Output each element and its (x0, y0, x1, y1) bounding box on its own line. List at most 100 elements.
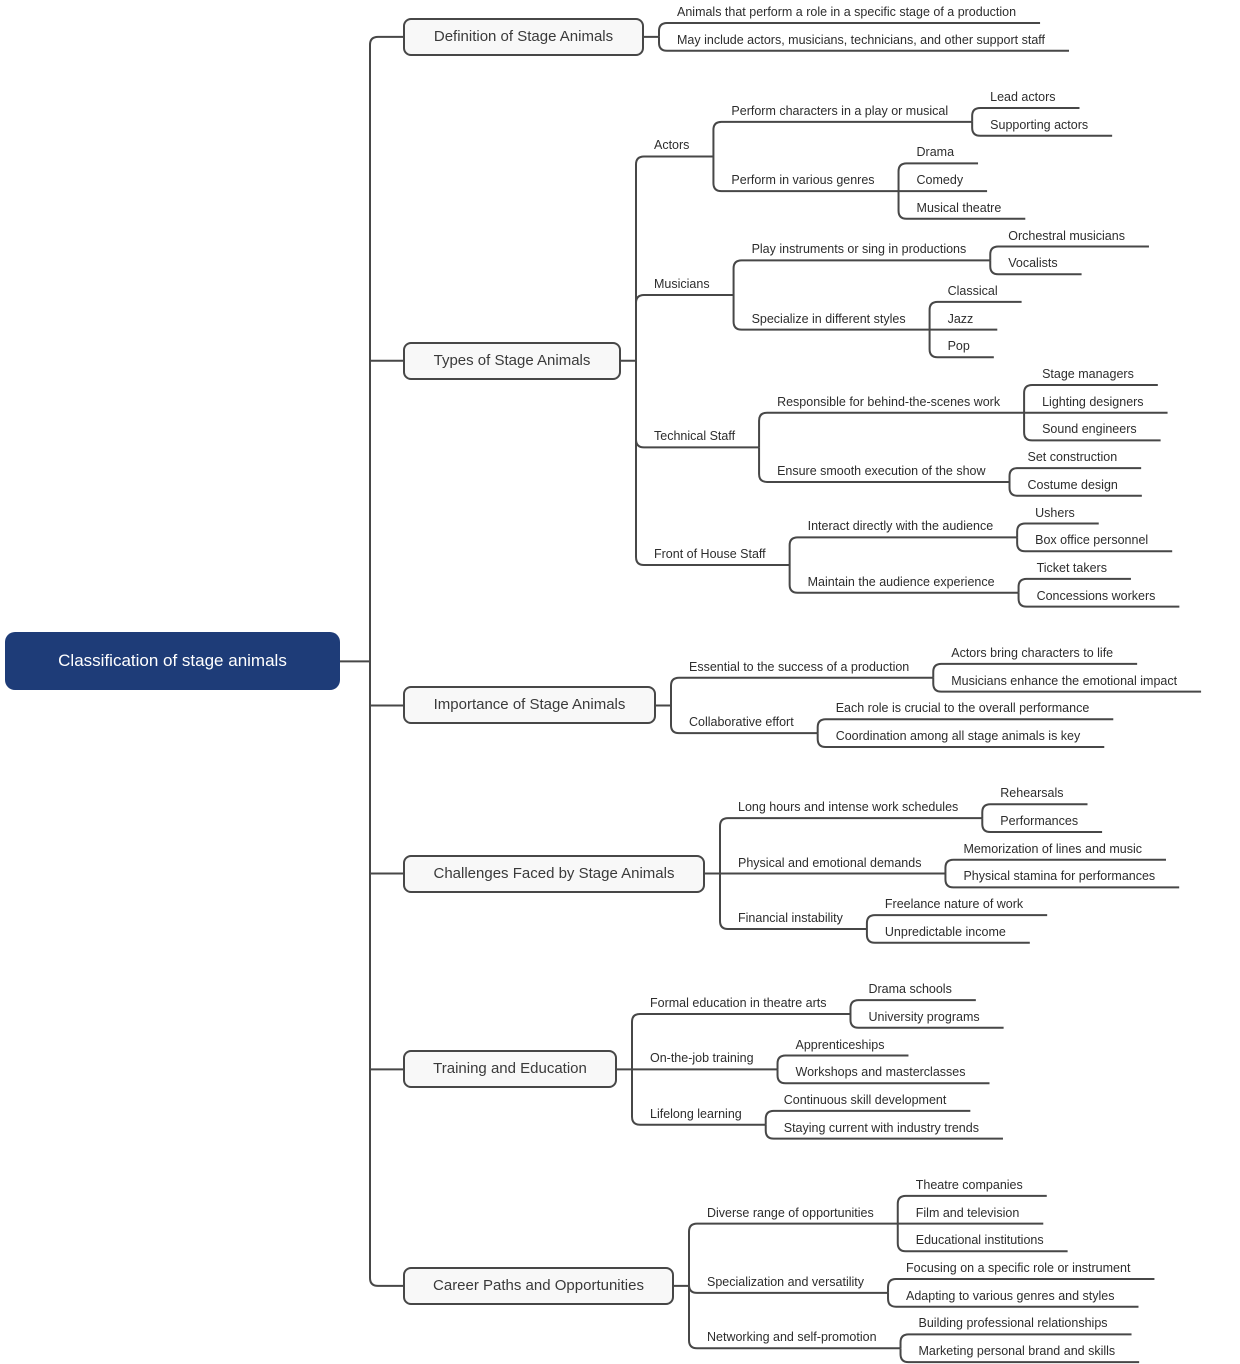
connector-line (971, 107, 1080, 122)
connector-line (989, 260, 1082, 276)
text-node[interactable]: Set construction (1027, 450, 1118, 465)
connector-line (719, 817, 983, 874)
connector-line (788, 565, 1019, 594)
connector-line (776, 1069, 990, 1085)
connector-line (989, 245, 1149, 261)
connector-line (944, 858, 1166, 874)
text-node[interactable]: Building professional relationships (918, 1316, 1108, 1331)
text-node[interactable]: Adapting to various genres and styles (906, 1288, 1115, 1303)
text-node[interactable]: Perform characters in a play or musical (731, 103, 949, 118)
text-node[interactable]: Long hours and intense work schedules (738, 800, 959, 815)
connector-line (688, 1284, 889, 1294)
connector-line (788, 536, 1018, 566)
text-node[interactable]: Networking and self-promotion (707, 1330, 877, 1345)
text-node[interactable]: Actors bring characters to life (951, 645, 1114, 660)
connector-line (816, 718, 1114, 734)
text-node[interactable]: Performances (1000, 814, 1079, 828)
connector-line (635, 360, 790, 567)
text-node[interactable]: Musicians (654, 276, 710, 291)
text-node[interactable]: Lifelong learning (650, 1106, 742, 1121)
topic-node[interactable]: Importance of Stage Animals (403, 686, 656, 725)
text-node[interactable]: Physical and emotional demands (738, 855, 922, 870)
text-node[interactable]: Unpredictable income (884, 924, 1006, 939)
text-node[interactable]: University programs (868, 1009, 980, 1024)
text-node[interactable]: Lead actors (990, 90, 1056, 104)
text-node[interactable]: Interact directly with the audience (807, 519, 994, 534)
connector-line (896, 1194, 1047, 1224)
text-node[interactable]: Memorization of lines and music (963, 841, 1142, 856)
text-node[interactable]: Financial instability (738, 910, 843, 925)
text-node[interactable]: Vocalists (1008, 256, 1058, 271)
connector-line (719, 873, 867, 930)
text-node[interactable]: Drama schools (868, 982, 952, 997)
connector-line (758, 411, 1025, 448)
text-node[interactable]: On-the-job training (650, 1051, 754, 1066)
text-node[interactable]: Ushers (1035, 505, 1075, 520)
text-node[interactable]: Stage managers (1042, 367, 1134, 381)
text-node[interactable]: Freelance nature of work (884, 897, 1024, 912)
text-node[interactable]: Technical Staff (654, 429, 736, 444)
text-node[interactable]: Film and television (915, 1205, 1020, 1220)
topic-node[interactable]: Challenges Faced by Stage Animals (403, 854, 705, 893)
connector-line (849, 1013, 1004, 1029)
text-node[interactable]: Formal education in theatre arts (650, 995, 827, 1010)
text-node[interactable]: Continuous skill development (783, 1092, 947, 1107)
root-node[interactable]: Classification of stage animals (5, 632, 340, 691)
connector-line (670, 676, 934, 706)
text-node[interactable]: Play instruments or sing in productions (751, 242, 967, 257)
text-node[interactable]: Perform in various genres (731, 173, 875, 188)
text-node[interactable]: Collaborative effort (689, 715, 794, 730)
text-node[interactable]: Apprenticeships (795, 1037, 885, 1052)
text-node[interactable]: Animals that perform a role in a specifi… (677, 5, 1017, 19)
text-node[interactable]: Jazz (947, 311, 974, 326)
text-node[interactable]: Sound engineers (1042, 422, 1137, 437)
text-node[interactable]: Theatre companies (915, 1177, 1023, 1192)
connector-line (670, 705, 818, 735)
text-node[interactable]: Musical theatre (916, 200, 1002, 215)
text-node[interactable]: Lighting designers (1042, 394, 1144, 409)
text-node[interactable]: Specialization and versatility (707, 1274, 865, 1289)
text-node[interactable]: Ensure smooth execution of the show (777, 463, 986, 478)
text-node[interactable]: Rehearsals (1000, 786, 1064, 801)
topic-node[interactable]: Training and Education (403, 1050, 617, 1089)
text-node[interactable]: Diverse range of opportunities (707, 1205, 874, 1220)
text-node[interactable]: Pop (947, 339, 970, 354)
text-node[interactable]: Supporting actors (990, 117, 1089, 132)
text-node[interactable]: Concessions workers (1036, 588, 1156, 603)
connector-line (732, 259, 991, 295)
text-node[interactable]: Essential to the success of a production (689, 659, 910, 674)
text-node[interactable]: May include actors, musicians, technicia… (677, 32, 1046, 47)
connector-line (971, 121, 1113, 137)
topic-node[interactable]: Career Paths and Opportunities (403, 1266, 674, 1305)
text-node[interactable]: Drama (916, 145, 955, 160)
text-node[interactable]: Responsible for behind-the-scenes work (777, 394, 1001, 409)
text-node[interactable]: Box office personnel (1035, 533, 1149, 548)
connector-line (981, 818, 1103, 833)
text-node[interactable]: Comedy (916, 173, 964, 188)
connector-line (758, 447, 1010, 483)
text-node[interactable]: Maintain the audience experience (807, 574, 995, 589)
text-node[interactable]: Workshops and masterclasses (795, 1065, 966, 1080)
connector-line (887, 1278, 1155, 1293)
text-node[interactable]: Musicians enhance the emotional impact (951, 673, 1178, 688)
text-node[interactable]: Marketing personal brand and skills (918, 1344, 1116, 1359)
topic-node[interactable]: Definition of Stage Animals (403, 17, 644, 56)
text-node[interactable]: Specialize in different styles (751, 311, 906, 326)
text-node[interactable]: Costume design (1027, 477, 1118, 492)
connector-line (887, 1292, 1139, 1308)
text-node[interactable]: Each role is crucial to the overall perf… (835, 701, 1090, 716)
text-node[interactable]: Ticket takers (1036, 560, 1107, 575)
text-node[interactable]: Classical (947, 283, 998, 298)
text-node[interactable]: Educational institutions (915, 1233, 1044, 1248)
topic-node[interactable]: Types of Stage Animals (403, 341, 621, 380)
connector-line (1008, 467, 1142, 482)
text-node[interactable]: Front of House Staff (654, 547, 766, 562)
text-node[interactable]: Physical stamina for performances (963, 869, 1156, 884)
text-node[interactable]: Coordination among all stage animals is … (835, 729, 1081, 743)
text-node[interactable]: Orchestral musicians (1008, 228, 1125, 243)
connector-line (688, 1222, 898, 1286)
text-node[interactable]: Actors (654, 138, 690, 153)
text-node[interactable]: Staying current with industry trends (783, 1120, 979, 1135)
text-node[interactable]: Focusing on a specific role or instrumen… (906, 1261, 1131, 1275)
